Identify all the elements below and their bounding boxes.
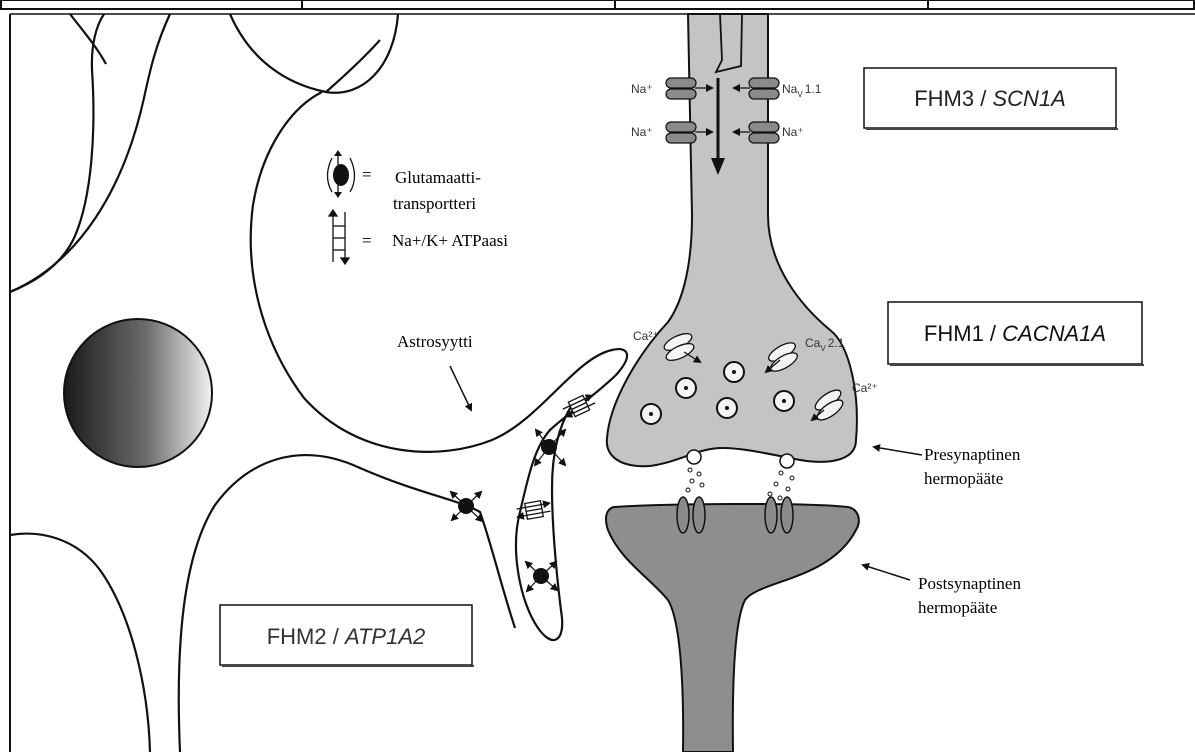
ca-label-1: Ca²⁺ [633, 329, 659, 343]
ca-label-2: Ca²⁺ [852, 381, 878, 395]
nucleus [64, 319, 212, 467]
glutamate-transporters [451, 430, 565, 591]
atpase-pumps [516, 392, 597, 521]
legend-eq-2: = [362, 231, 372, 250]
astrocyte-label: Astrosyytti [397, 332, 473, 351]
fhm1-box: FHM1 / CACNA1A [888, 302, 1144, 365]
astrocyte-annotation: Astrosyytti [397, 332, 473, 410]
legend-glutamate-line1: Glutamaatti- [395, 168, 481, 187]
fhm3-label: FHM3 / SCN1A [914, 86, 1066, 111]
presynaptic-label-line2: hermopääte [924, 469, 1003, 488]
presynaptic-annotation: Presynaptinen hermopääte [874, 445, 1021, 488]
na-label-2: Na⁺ [631, 125, 653, 139]
na-label-3: Na⁺ [782, 125, 804, 139]
postsynaptic-terminal [606, 504, 859, 752]
legend-glutamate-line2: transportteri [393, 194, 476, 213]
top-table-strip [1, 0, 1194, 9]
na-label-1: Na⁺ [631, 82, 653, 96]
legend-eq-1: = [362, 165, 372, 184]
glutamate-transporter-legend-icon [328, 150, 355, 198]
postsynaptic-annotation: Postsynaptinen hermopääte [863, 565, 1021, 617]
atpase-legend-icon [329, 210, 349, 264]
postsynaptic-label-line2: hermopääte [918, 598, 997, 617]
presynaptic-label-line1: Presynaptinen [924, 445, 1021, 464]
postsynaptic-label-line1: Postsynaptinen [918, 574, 1021, 593]
fhm3-box: FHM3 / SCN1A [864, 68, 1118, 129]
neurotransmitter-dots [686, 468, 794, 500]
fhm2-box: FHM2 / ATP1A2 [220, 605, 474, 666]
fhm2-label: FHM2 / ATP1A2 [267, 624, 426, 649]
fhm1-label: FHM1 / CACNA1A [924, 321, 1106, 346]
legend-atpase: Na+/K+ ATPaasi [392, 231, 508, 250]
legend: = Glutamaatti- transportteri = Na+/K+ AT… [328, 150, 509, 264]
